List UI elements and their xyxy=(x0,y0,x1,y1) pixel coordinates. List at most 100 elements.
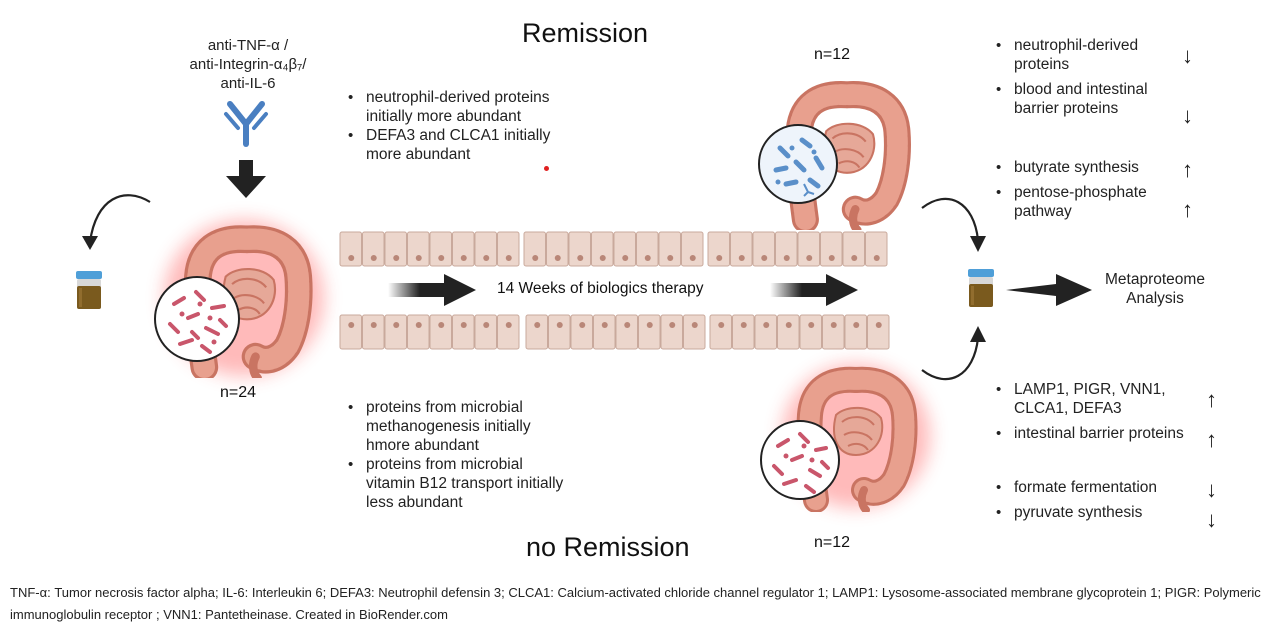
epithelial-cell xyxy=(429,231,452,267)
cell-nucleus xyxy=(393,322,400,328)
therapy-arrow-right-icon xyxy=(770,274,858,306)
epithelial-cell xyxy=(593,314,616,350)
cell-nucleus xyxy=(644,255,651,261)
epithelial-cell xyxy=(730,231,753,267)
epithelium-bottom-layer xyxy=(339,314,890,350)
epithelial-cell xyxy=(775,231,798,267)
epithelial-cell xyxy=(636,231,659,267)
epithelial-cell xyxy=(384,314,407,350)
cell-nucleus xyxy=(505,322,512,328)
list-item: proteins from microbial vitamin B12 tran… xyxy=(344,455,569,512)
cell-nucleus xyxy=(624,322,631,328)
epithelial-cell xyxy=(820,231,843,267)
epithelial-cell xyxy=(452,314,475,350)
no-remission-count: n=12 xyxy=(814,534,851,551)
epithelial-cell xyxy=(732,314,755,350)
analysis-arrow-icon xyxy=(1006,274,1092,306)
list-item: DEFA3 and CLCA1 initially more abundant xyxy=(344,126,574,164)
remission-count: n=12 xyxy=(814,46,851,63)
cell-nucleus xyxy=(761,255,768,261)
red-dot xyxy=(544,166,549,171)
epithelial-cell xyxy=(452,231,475,267)
cell-nucleus xyxy=(851,255,858,261)
microbiome-magnifier-icon xyxy=(758,124,838,204)
microbiome-magnifier-icon xyxy=(760,420,840,500)
cell-nucleus xyxy=(348,255,355,261)
list-item: blood and intestinal barrier proteins xyxy=(992,80,1170,118)
cell-nucleus xyxy=(830,322,837,328)
no-remission-title: no Remission xyxy=(526,532,690,562)
epithelial-cell xyxy=(546,231,569,267)
list-item: formate fermentation xyxy=(992,478,1204,497)
cell-nucleus xyxy=(689,255,696,261)
epithelial-cell xyxy=(658,231,681,267)
epithelial-cell xyxy=(752,231,775,267)
epithelial-cell xyxy=(681,231,704,267)
cell-nucleus xyxy=(460,255,467,261)
healthy-colon-remission xyxy=(752,72,922,232)
list-item: LAMP1, PIGR, VNN1, CLCA1, DEFA3 xyxy=(992,380,1204,418)
cell-nucleus xyxy=(853,322,860,328)
epithelial-cell xyxy=(497,314,520,350)
antibody-icon xyxy=(224,101,268,147)
list-item: pyruvate synthesis xyxy=(992,503,1204,522)
cell-nucleus xyxy=(554,255,561,261)
cell-nucleus xyxy=(415,322,422,328)
cell-nucleus xyxy=(579,322,586,328)
remission-outcomes-list-2: butyrate synthesis pentose-phosphate pat… xyxy=(992,158,1170,227)
down-arrow-icon: ↓ xyxy=(1182,43,1193,68)
baseline-count: n=24 xyxy=(220,384,257,401)
epithelium-top-layer xyxy=(339,231,888,267)
inflamed-colon-baseline xyxy=(152,210,332,380)
cell-nucleus xyxy=(646,322,653,328)
cell-nucleus xyxy=(691,322,698,328)
no-remission-outcomes-list-2: formate fermentation pyruvate synthesis xyxy=(992,478,1204,528)
cell-nucleus xyxy=(370,255,377,261)
cell-nucleus xyxy=(783,255,790,261)
metaproteome-analysis-label: Metaproteome Analysis xyxy=(1085,270,1225,308)
epithelial-cell xyxy=(844,314,867,350)
epithelial-cell xyxy=(407,231,430,267)
cell-nucleus xyxy=(438,322,445,328)
down-arrow-icon: ↓ xyxy=(1182,103,1193,128)
cell-nucleus xyxy=(828,255,835,261)
down-arrow-icon xyxy=(226,160,266,198)
cell-nucleus xyxy=(669,322,676,328)
drug-label-3: anti-IL-6 xyxy=(220,75,276,92)
epithelial-cell xyxy=(842,231,865,267)
list-item: neutrophil-derived proteins xyxy=(992,36,1170,74)
epithelial-cell xyxy=(638,314,661,350)
drug-labels: anti-TNF-α / anti-Integrin-α₄β₇/ anti-IL… xyxy=(148,36,348,93)
microbiome-magnifier-icon xyxy=(154,276,240,362)
curved-arrow-to-sample-icon xyxy=(82,194,151,250)
epithelial-cell xyxy=(523,231,546,267)
epithelial-cell xyxy=(865,231,888,267)
cell-nucleus xyxy=(806,255,813,261)
epithelial-cell xyxy=(384,231,407,267)
epithelial-cell xyxy=(613,231,636,267)
cell-nucleus xyxy=(785,322,792,328)
cell-nucleus xyxy=(875,322,882,328)
cell-nucleus xyxy=(601,322,608,328)
remission-baseline-list: neutrophil-derived proteins initially mo… xyxy=(344,88,574,164)
cell-nucleus xyxy=(577,255,584,261)
cell-nucleus xyxy=(808,322,815,328)
up-arrow-icon: ↑ xyxy=(1182,197,1193,222)
down-arrow-icon: ↓ xyxy=(1206,507,1217,532)
epithelial-cell xyxy=(525,314,548,350)
epithelial-cell xyxy=(754,314,777,350)
cell-nucleus xyxy=(505,255,512,261)
cell-nucleus xyxy=(716,255,723,261)
cell-nucleus xyxy=(393,255,400,261)
epithelial-cell xyxy=(339,231,362,267)
no-remission-outcomes-list: LAMP1, PIGR, VNN1, CLCA1, DEFA3 intestin… xyxy=(992,380,1204,449)
epithelial-cell xyxy=(339,314,362,350)
cell-nucleus xyxy=(667,255,674,261)
inflamed-colon-no-remission xyxy=(756,354,932,524)
curved-arrow-remission-icon xyxy=(921,197,986,252)
epithelial-cell xyxy=(709,314,732,350)
epithelial-cell xyxy=(660,314,683,350)
cell-nucleus xyxy=(556,322,563,328)
epithelial-cell xyxy=(683,314,706,350)
no-remission-baseline-list: proteins from microbial methanogenesis i… xyxy=(344,398,569,512)
